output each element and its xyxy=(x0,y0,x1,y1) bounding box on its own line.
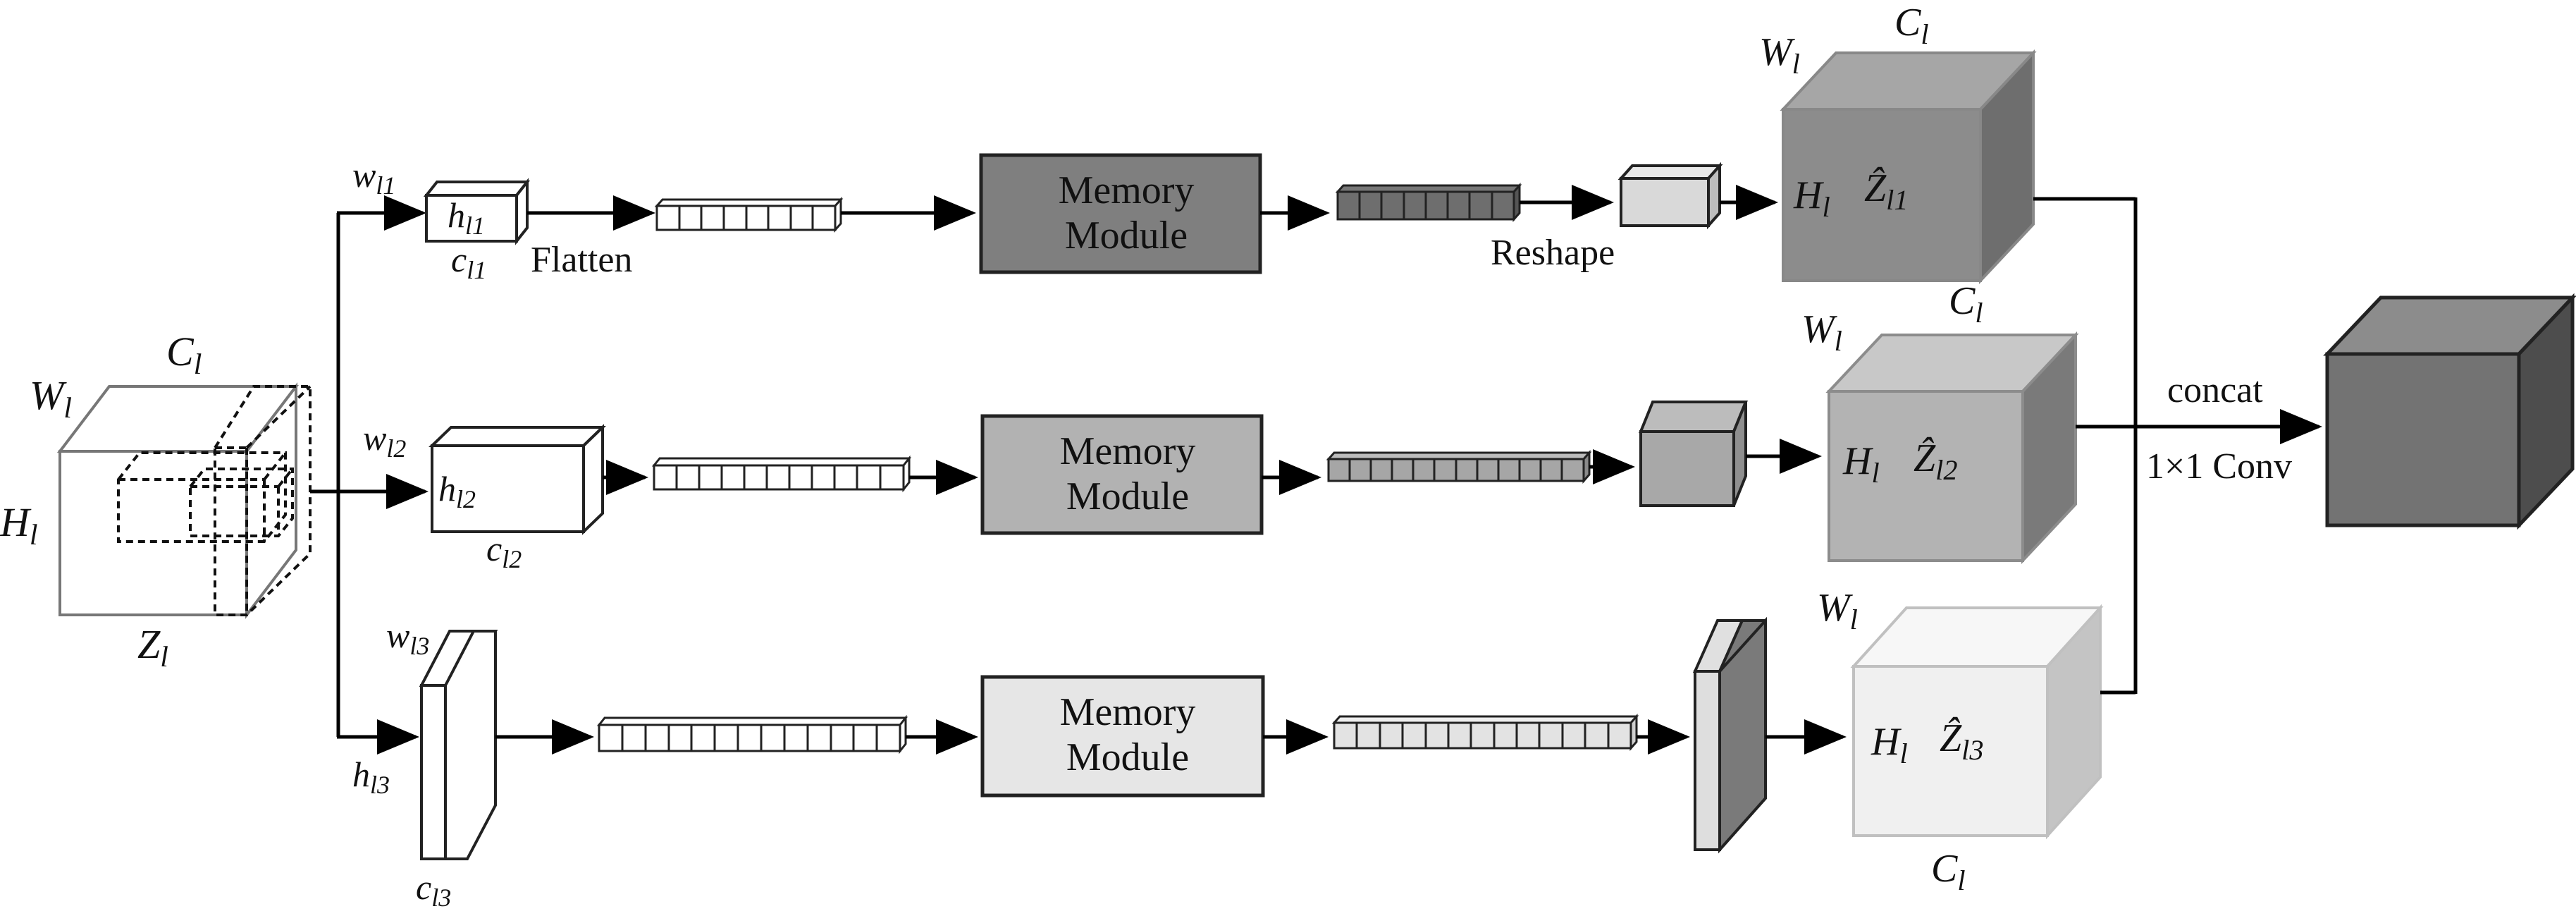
input-Z-label: Zl xyxy=(137,621,168,673)
split-connector xyxy=(310,195,429,755)
branch-3: wl3 hl3 cl3 Memory Module xyxy=(352,586,2136,912)
input-H-label: Hl xyxy=(0,499,38,551)
branch3-flat-vector xyxy=(596,714,908,755)
final-output-cube xyxy=(2323,293,2576,530)
branch1-out-H-label: Hl xyxy=(1793,173,1830,223)
branch3-out-C-label: Cl xyxy=(1931,847,1966,896)
branch2-out-H-label: Hl xyxy=(1842,439,1880,489)
branch1-c-label: cl1 xyxy=(451,240,486,284)
branch1-memory-line1: Memory xyxy=(1059,169,1195,212)
branch2-reshaped-box xyxy=(1639,401,1748,507)
branch3-memory-line2: Module xyxy=(1066,735,1189,779)
branch1-flat-vector xyxy=(654,197,844,233)
branch1-output-cube xyxy=(1780,49,2037,285)
conv-label: 1×1 Conv xyxy=(2146,446,2292,487)
concat-label: concat xyxy=(2167,370,2263,410)
branch1-reshaped-box xyxy=(1617,161,1723,230)
branch1-memory-line2: Module xyxy=(1065,214,1188,257)
branch3-h-label: hl3 xyxy=(352,755,390,799)
inner-dashed-cubes xyxy=(117,385,312,616)
branch2-input-box xyxy=(429,424,606,535)
input-C-label: Cl xyxy=(166,329,202,381)
branch2-c-label: cl2 xyxy=(486,529,522,573)
branch1-output-vector xyxy=(1335,183,1522,222)
branch-1: wl1 hl1 cl1 Flatten Memory Module xyxy=(352,1,2136,285)
branch3-memory-line1: Memory xyxy=(1060,690,1196,734)
branch1-input-box xyxy=(423,178,531,245)
branch2-w-label: wl2 xyxy=(363,418,406,463)
branch2-out-W-label: Wl xyxy=(1801,307,1842,357)
flatten-label: Flatten xyxy=(531,240,632,280)
branch1-out-Z-label: Ẑl1 xyxy=(1864,166,1909,216)
branch1-out-W-label: Wl xyxy=(1759,30,1800,80)
branch2-flat-vector xyxy=(651,455,912,493)
branch3-input-slab xyxy=(419,630,498,860)
branch1-h-label: hl1 xyxy=(448,195,485,240)
branch-2: wl2 hl2 cl2 Memory Module xyxy=(363,279,2079,573)
branch2-out-C-label: Cl xyxy=(1949,279,1983,329)
branch1-out-C-label: Cl xyxy=(1894,1,1929,50)
branch3-out-W-label: Wl xyxy=(1817,586,1858,635)
branch3-out-H-label: Hl xyxy=(1871,720,1908,769)
branch1-w-label: wl1 xyxy=(352,155,395,200)
branch3-w-label: wl3 xyxy=(386,616,429,660)
branch2-output-cube xyxy=(1825,331,2079,565)
branch3-out-Z-label: Ẑl3 xyxy=(1940,716,1984,766)
input-W-label: Wl xyxy=(30,372,72,425)
branch3-reshaped-slab xyxy=(1692,616,1767,854)
branch3-memory-module xyxy=(980,675,1265,798)
branch2-out-Z-label: Ẑl2 xyxy=(1913,436,1958,486)
branch3-output-cube xyxy=(1850,604,2104,840)
concat-connector xyxy=(2076,197,2322,694)
reshape-label: Reshape xyxy=(1491,233,1615,273)
branch2-memory-line1: Memory xyxy=(1060,429,1196,473)
branch3-output-vector xyxy=(1331,714,1639,751)
branch2-memory-module xyxy=(980,414,1264,535)
branch2-h-label: hl2 xyxy=(438,469,476,513)
branch2-output-vector xyxy=(1326,450,1592,484)
branch2-memory-line2: Module xyxy=(1066,475,1189,518)
branch3-c-label: cl3 xyxy=(416,867,451,912)
input-cube: Wl Cl Hl Zl xyxy=(0,329,312,673)
